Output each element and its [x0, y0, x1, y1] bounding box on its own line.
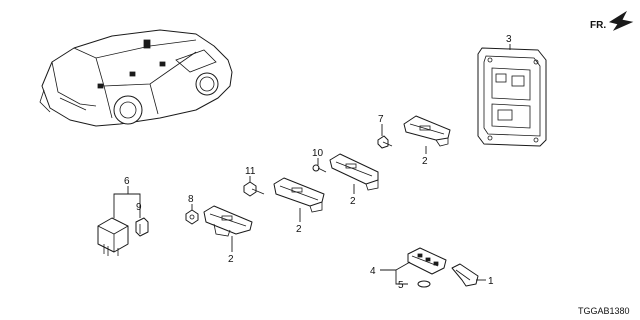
part-antenna-center — [273, 177, 325, 213]
part-key-fob — [407, 247, 447, 275]
front-direction-indicator: FR. — [590, 10, 634, 31]
part-screw-10 — [312, 164, 327, 173]
callout-numbers: 3 7 2 10 2 11 2 8 2 6 9 4 5 1 — [124, 34, 512, 291]
sensor-location-marker — [143, 39, 151, 49]
part-antenna-left — [203, 205, 253, 237]
sensor-location-marker — [129, 71, 136, 77]
part-battery-5 — [417, 280, 431, 288]
part-bolt-11 — [243, 181, 265, 197]
callout-2: 2 — [422, 156, 428, 167]
callout-6: 6 — [124, 176, 130, 187]
part-bolt-7 — [377, 135, 393, 149]
callout-3: 3 — [506, 34, 512, 45]
part-nut-8 — [185, 209, 199, 225]
part-antenna-middle — [329, 153, 379, 191]
callout-2: 2 — [350, 196, 356, 207]
callout-5: 5 — [398, 280, 404, 291]
callout-10: 10 — [312, 148, 324, 159]
callout-2: 2 — [228, 254, 234, 265]
sensor-location-marker — [159, 61, 166, 67]
part-key-blade — [451, 263, 479, 287]
part-antenna-upper-right — [403, 115, 451, 147]
sensor-location-marker — [97, 83, 104, 89]
diagram-code: TGGAB1380 — [578, 306, 630, 316]
part-control-unit — [477, 47, 547, 147]
direction-label: FR. — [590, 20, 606, 31]
arrow-right-icon — [608, 10, 634, 31]
vehicle-illustration — [39, 29, 233, 127]
callout-8: 8 — [188, 194, 194, 205]
callout-2: 2 — [296, 224, 302, 235]
callout-7: 7 — [378, 114, 384, 125]
part-relay-unit — [97, 217, 129, 256]
part-clip-9 — [135, 217, 149, 237]
callout-4: 4 — [370, 266, 376, 277]
callout-11: 11 — [245, 166, 256, 177]
callout-1: 1 — [488, 276, 494, 287]
leader-lines — [113, 44, 511, 285]
callout-9: 9 — [136, 202, 142, 213]
